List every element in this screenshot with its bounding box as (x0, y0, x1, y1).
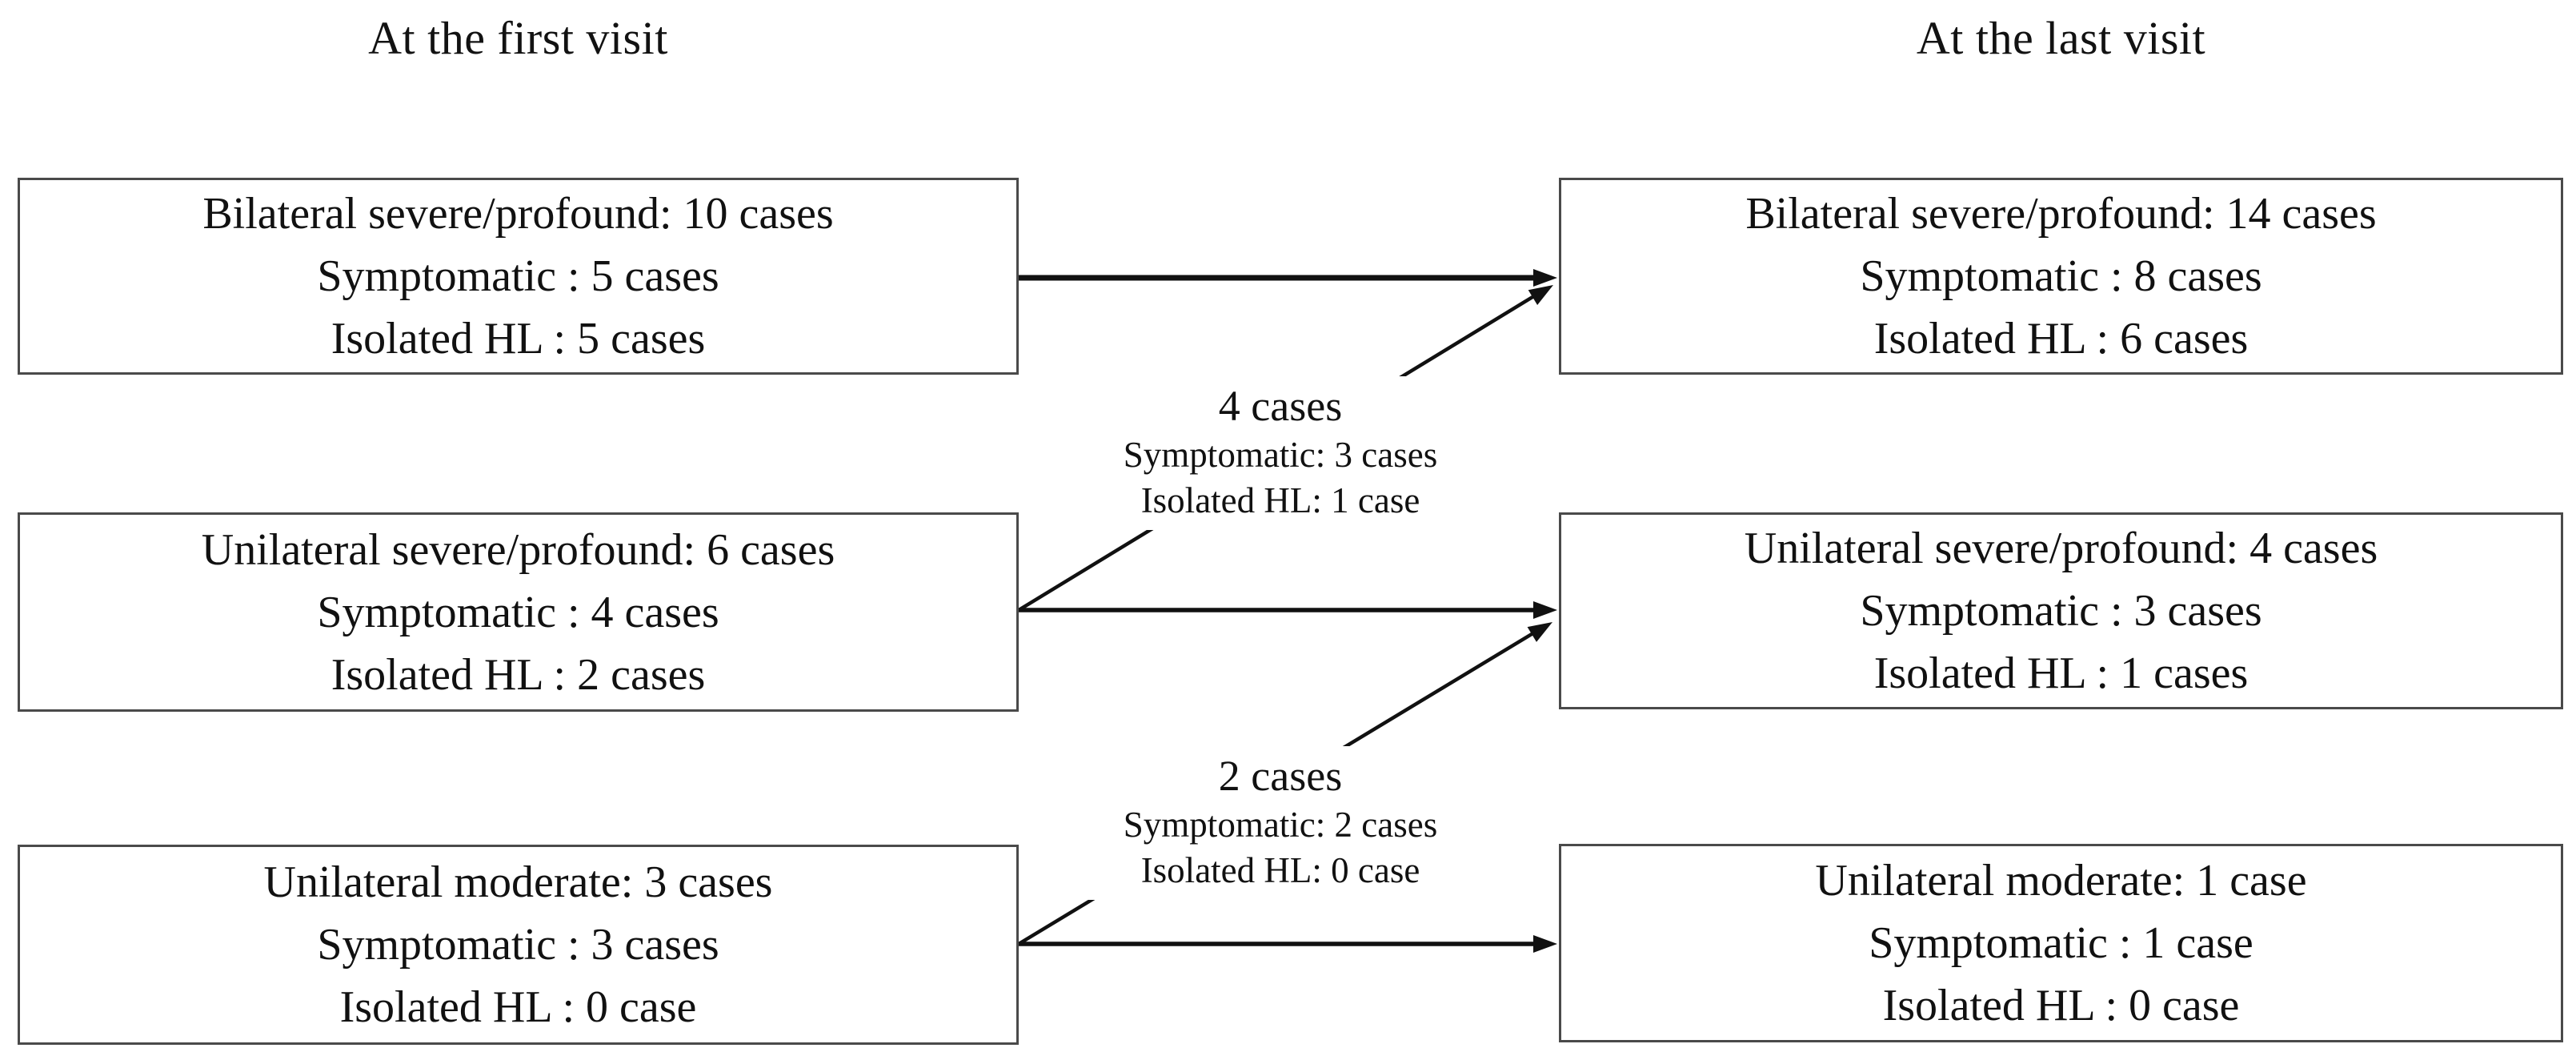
box-text-line: Symptomatic : 3 cases (1860, 586, 2262, 636)
box-text-line: Unilateral severe/profound: 4 cases (1744, 524, 2378, 573)
box-text-line: Unilateral moderate: 3 cases (263, 857, 773, 907)
box-text-line: Symptomatic : 5 cases (317, 251, 719, 301)
box-text-line: Isolated HL : 5 cases (331, 314, 706, 363)
box-text-line: Isolated HL : 1 cases (1873, 648, 2249, 698)
arrow-unilateral-severe-first-to-unilateral-severe-last (1019, 601, 1557, 619)
box-text-line: Isolated HL : 2 cases (331, 649, 706, 700)
box-text-line: Symptomatic : 1 case (1869, 918, 2253, 968)
transition-label-2-cases: 2 cases Symptomatic: 2 cases Isolated HL… (1084, 746, 1476, 900)
box-text-line: Isolated HL : 6 cases (1873, 314, 2249, 363)
arrow-bilateral-first-to-bilateral-last (1019, 269, 1557, 287)
box-unilateral-moderate-first-visit: Unilateral moderate: 3 cases Symptomatic… (18, 845, 1019, 1045)
box-bilateral-severe-profound-first-visit: Bilateral severe/profound: 10 cases Symp… (18, 178, 1019, 375)
arrow-unilateral-moderate-first-to-unilateral-moderate-last (1019, 935, 1557, 953)
box-unilateral-severe-profound-last-visit: Unilateral severe/profound: 4 cases Symp… (1559, 512, 2563, 709)
box-unilateral-moderate-last-visit: Unilateral moderate: 1 case Symptomatic … (1559, 844, 2563, 1042)
transition-detail: Isolated HL: 1 case (1140, 480, 1420, 520)
transition-detail: Symptomatic: 3 cases (1123, 435, 1438, 475)
first-visit-column-header: At the first visit (368, 12, 668, 64)
transition-count: 4 cases (1218, 382, 1343, 430)
box-text-line: Unilateral moderate: 1 case (1815, 856, 2307, 905)
transition-count: 2 cases (1218, 752, 1343, 800)
transition-detail: Symptomatic: 2 cases (1123, 805, 1438, 845)
transition-label-4-cases: 4 cases Symptomatic: 3 cases Isolated HL… (1084, 376, 1476, 530)
box-text-line: Isolated HL : 0 case (1882, 981, 2240, 1030)
box-text-line: Symptomatic : 4 cases (317, 587, 719, 637)
box-text-line: Isolated HL : 0 case (339, 982, 697, 1032)
box-bilateral-severe-profound-last-visit: Bilateral severe/profound: 14 cases Symp… (1559, 178, 2563, 375)
last-visit-column-header: At the last visit (1916, 12, 2206, 64)
box-text-line: Symptomatic : 3 cases (317, 920, 719, 970)
box-text-line: Bilateral severe/profound: 14 cases (1745, 189, 2377, 239)
box-unilateral-severe-profound-first-visit: Unilateral severe/profound: 6 cases Symp… (18, 512, 1019, 712)
box-text-line: Symptomatic : 8 cases (1860, 251, 2262, 301)
box-text-line: Bilateral severe/profound: 10 cases (202, 189, 834, 239)
transition-detail: Isolated HL: 0 case (1140, 850, 1420, 890)
box-text-line: Unilateral severe/profound: 6 cases (201, 524, 835, 575)
